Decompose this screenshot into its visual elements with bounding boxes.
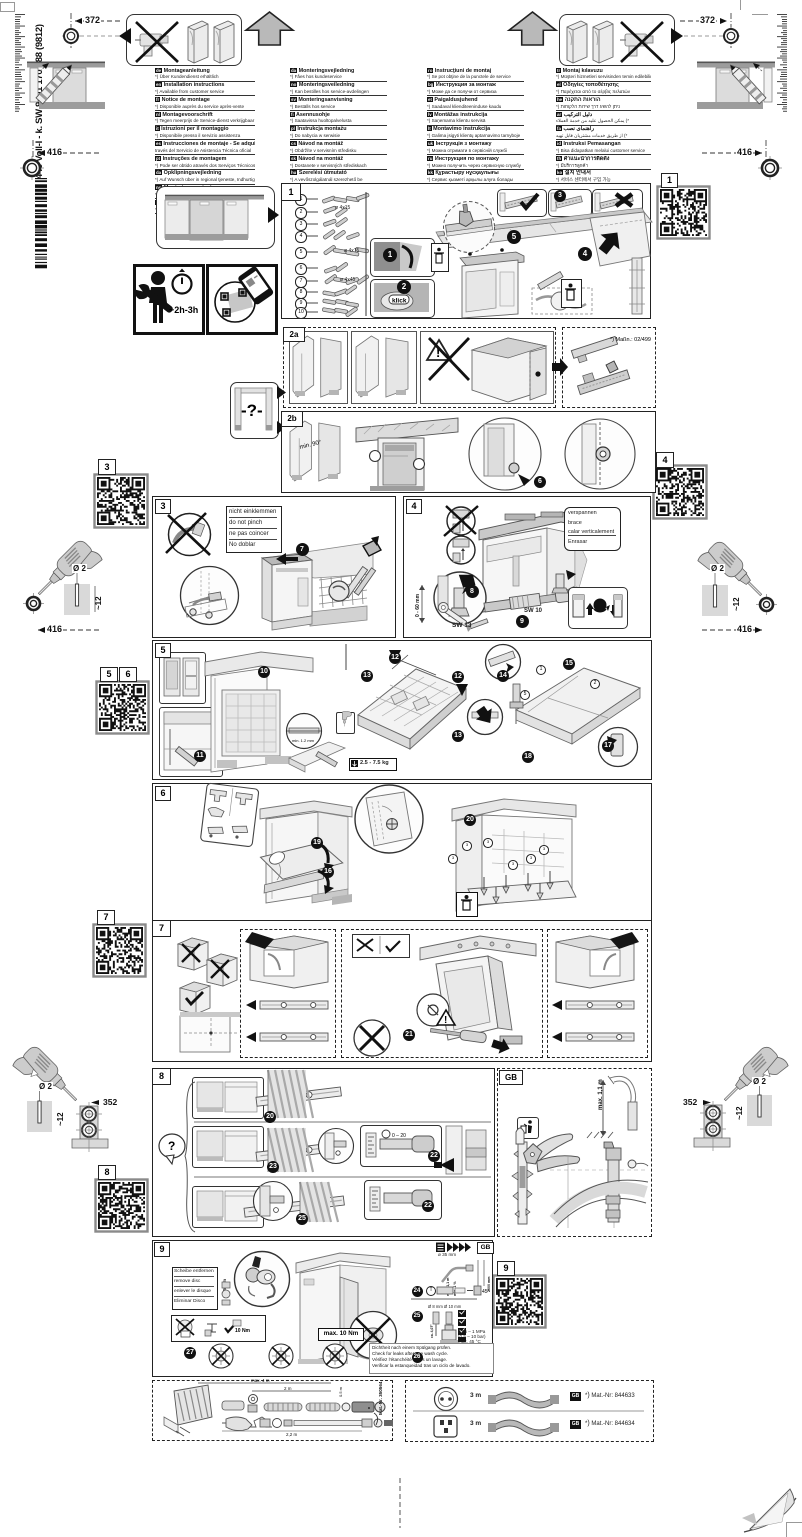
- svg-text:!: !: [444, 1015, 447, 1026]
- svg-text:min. 1.2 mm: min. 1.2 mm: [292, 738, 315, 743]
- svg-text:Mat.-Nr. 350564: Mat.-Nr. 350564: [378, 1381, 383, 1415]
- svg-text:0 – 20: 0 – 20: [392, 1133, 406, 1139]
- svg-text:klick: klick: [392, 298, 407, 305]
- svg-text:10 Nm: 10 Nm: [235, 1328, 251, 1334]
- svg-text:~12: ~12: [732, 597, 741, 611]
- svg-text:-?-: -?-: [241, 401, 263, 420]
- svg-text:2000 mm: 2000 mm: [487, 1277, 491, 1292]
- svg-text:45°: 45°: [482, 1289, 490, 1295]
- svg-text:2 m: 2 m: [284, 1386, 292, 1391]
- svg-text:~12: ~12: [56, 1112, 65, 1126]
- svg-text:max. 1,1 m: max. 1,1 m: [598, 1079, 604, 1110]
- svg-text:~12: ~12: [735, 1106, 744, 1120]
- svg-text:0 - 60 mm: 0 - 60 mm: [415, 593, 421, 617]
- svg-text:!: !: [436, 345, 440, 360]
- svg-text:*: *: [368, 1407, 370, 1413]
- svg-text:?: ?: [168, 1139, 175, 1153]
- svg-text:*) Maßn.: 02/499: *) Maßn.: 02/499: [610, 337, 651, 343]
- svg-text:Ø 25 mm: Ø 25 mm: [222, 1279, 227, 1298]
- svg-text:~12: ~12: [94, 596, 103, 610]
- svg-text:min. 90°: min. 90°: [299, 440, 322, 451]
- svg-text:2,2 m: 2,2 m: [286, 1432, 298, 1437]
- svg-text:~2h-3h: ~2h-3h: [169, 305, 198, 315]
- svg-text:ca. 4,07°: ca. 4,07°: [430, 1324, 434, 1338]
- svg-text:max. 4 m: max. 4 m: [251, 1378, 270, 1383]
- svg-text:0.5 m: 0.5 m: [338, 1386, 343, 1397]
